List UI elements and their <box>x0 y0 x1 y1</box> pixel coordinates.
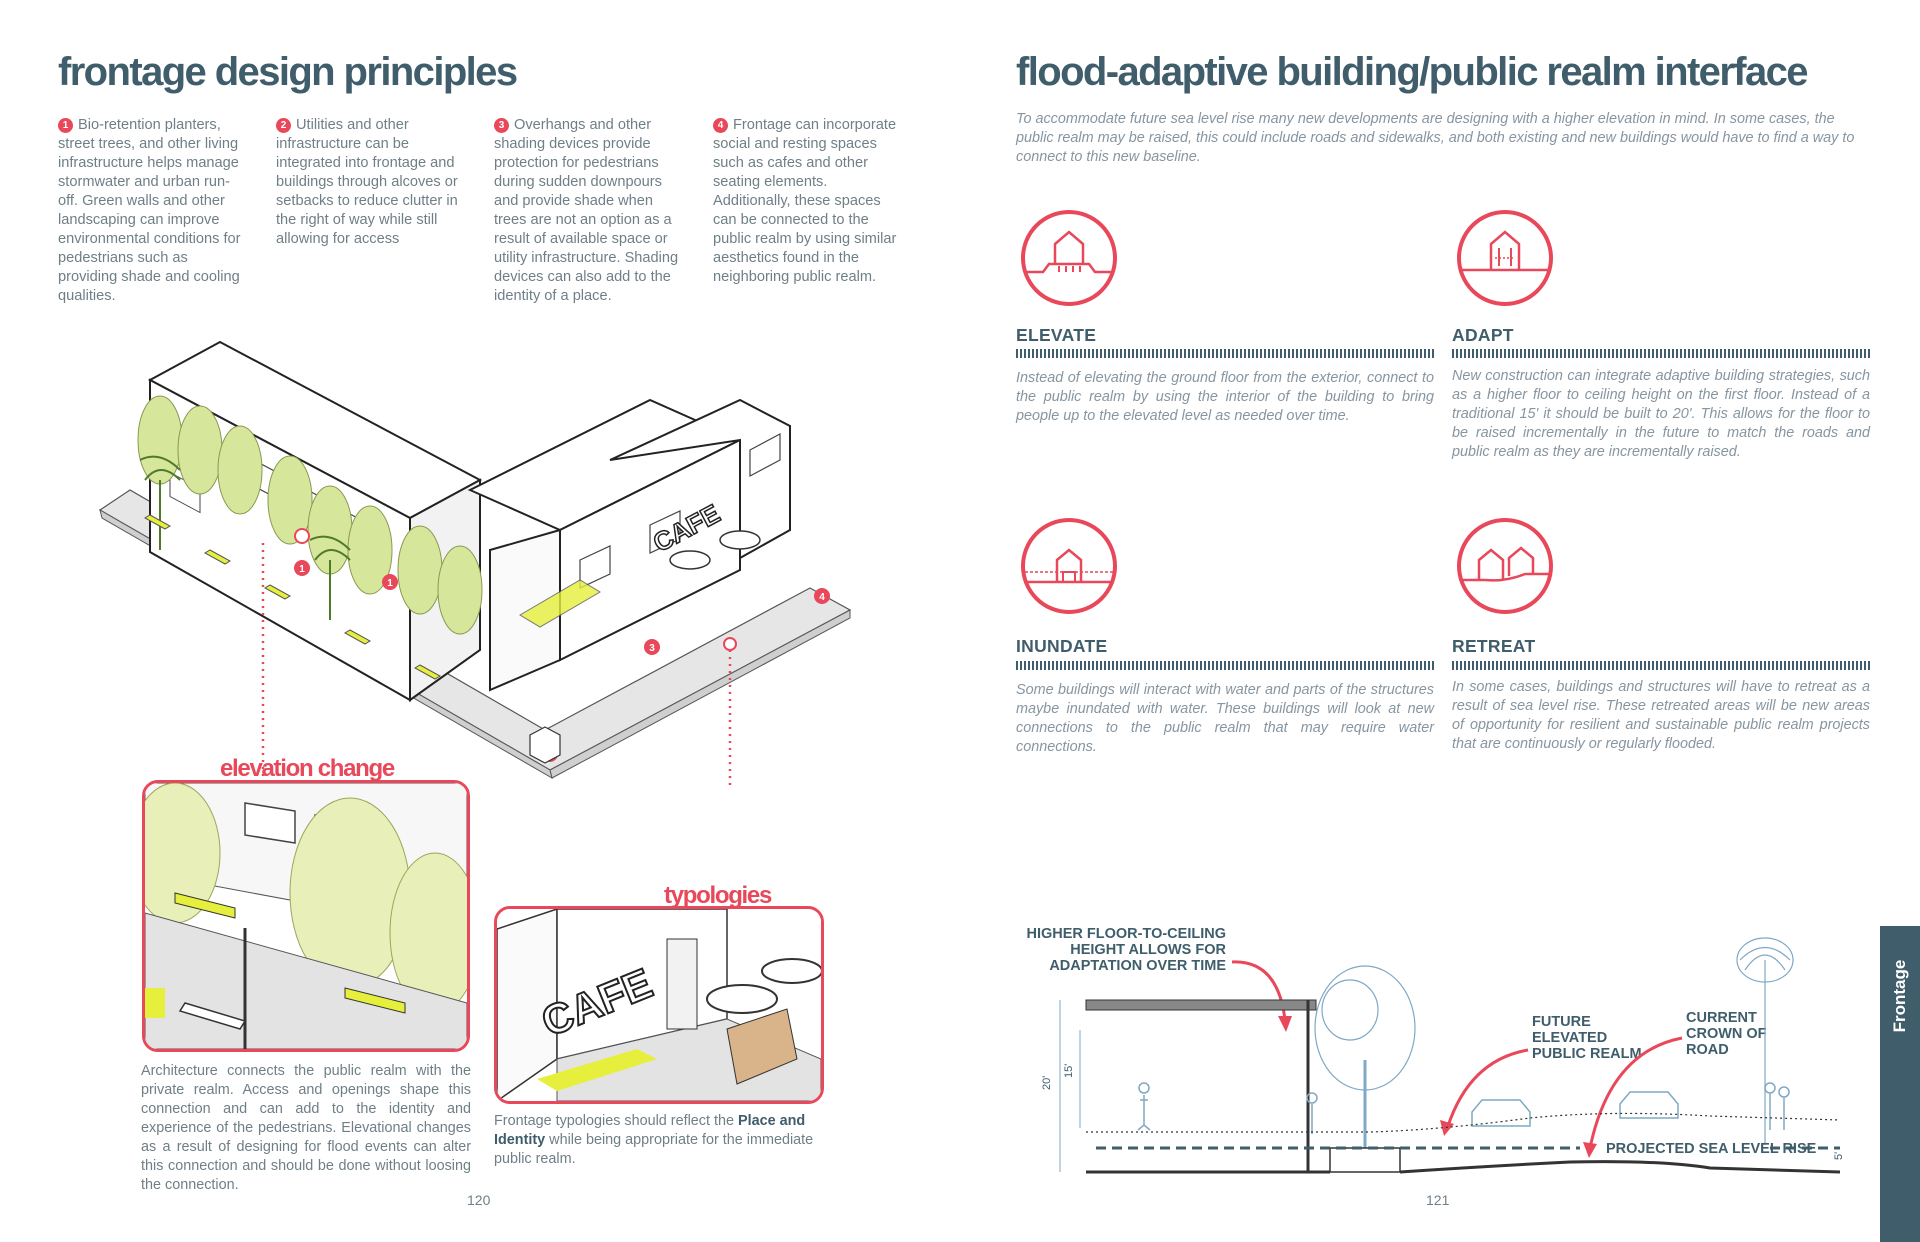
cafe-paving <box>519 579 601 628</box>
marker-3: 3 <box>649 643 655 654</box>
strategy-retreat-text: In some cases, buildings and structures … <box>1452 679 1870 752</box>
strategy-inundate-text: Some buildings will interact with water … <box>1016 682 1434 755</box>
dotted-rule <box>1016 661 1434 670</box>
marker-4: 4 <box>819 592 825 603</box>
principle-text: Utilities and other infrastructure can b… <box>276 117 458 247</box>
label-sea-level: PROJECTED SEA LEVEL RISE <box>1606 1141 1817 1157</box>
right-page-title: flood-adaptive building/public realm int… <box>1016 50 1809 94</box>
inset-typologies: CAFE <box>494 906 824 1104</box>
inset-label-typologies: typologies <box>664 882 772 909</box>
flood-section-diagram: HIGHER FLOOR-TO-CEILING HEIGHT ALLOWS FO… <box>1026 926 1845 1174</box>
principle-text: Bio-retention planters, street trees, an… <box>58 117 241 304</box>
left-page-title: frontage design principles <box>58 50 518 94</box>
inset-elevation-change <box>142 780 470 1052</box>
marker-1b: 1 <box>299 564 305 575</box>
strategy-elevate-text: Instead of elevating the ground floor fr… <box>1016 370 1434 424</box>
raised-planter <box>174 892 236 919</box>
label-ceiling-2: HEIGHT ALLOWS FOR <box>1070 942 1226 958</box>
dotted-rule <box>1452 661 1870 670</box>
side-tab-label: Frontage <box>1890 959 1909 1033</box>
label-future-3: PUBLIC REALM <box>1532 1046 1642 1062</box>
marker-badge: 3 <box>494 118 509 133</box>
intro-paragraph: To accommodate future sea level rise man… <box>1016 111 1855 165</box>
label-future-2: ELEVATED <box>1532 1030 1607 1046</box>
strategy-inundate-title: INUNDATE <box>1016 636 1108 656</box>
label-future-1: FUTURE <box>1532 1014 1591 1030</box>
label-crown-1: CURRENT <box>1686 1010 1757 1026</box>
caption-text-a: Frontage typologies should reflect the <box>494 1113 738 1129</box>
label-ceiling-1: HIGHER FLOOR-TO-CEILING <box>1026 926 1226 942</box>
marker-badge: 4 <box>713 118 728 133</box>
label-crown-3: ROAD <box>1686 1042 1729 1058</box>
marker-badge: 1 <box>58 118 73 133</box>
page-number-right: 121 <box>1426 1192 1450 1208</box>
caption-bold: Place and Identity <box>494 1113 806 1148</box>
principle-text: Overhangs and other shading devices prov… <box>494 117 679 304</box>
caption-text-c: while being appropriate for the immediat… <box>494 1132 814 1167</box>
adapt-icon <box>1457 210 1553 306</box>
label-ceiling-3: ADAPTATION OVER TIME <box>1049 958 1226 974</box>
strategy-elevate-title: ELEVATE <box>1016 325 1097 345</box>
label-crown-2: CROWN OF <box>1686 1026 1767 1042</box>
inundate-icon <box>1021 518 1117 614</box>
strategy-retreat-title: RETREAT <box>1452 636 1536 656</box>
dim-15: 15' <box>1063 1064 1075 1078</box>
dotted-rule <box>1016 349 1434 358</box>
isometric-frontage-diagram: CAFE 1 1 2 3 4 <box>98 340 852 790</box>
retreat-icon <box>1457 518 1553 614</box>
bench <box>178 1002 247 1030</box>
inset-caption-elevation: Architecture connects the public realm w… <box>141 1063 471 1193</box>
dotted-rule <box>1452 349 1870 358</box>
inset-caption-typologies: Frontage typologies should reflect the P… <box>494 1112 824 1169</box>
marker-1a: 1 <box>387 578 393 589</box>
principle-text: Frontage can incorporate social and rest… <box>713 117 897 285</box>
page-number-left: 120 <box>467 1192 491 1208</box>
marker-badge: 2 <box>276 118 291 133</box>
dim-5: 5' <box>1833 1152 1845 1160</box>
dim-20: 20' <box>1041 1076 1053 1090</box>
inset-label-elevation-change: elevation change <box>220 755 395 782</box>
side-tab-frontage[interactable]: Frontage <box>1880 926 1920 1242</box>
elevate-icon <box>1021 210 1117 306</box>
strategy-adapt-text: New construction can integrate adaptive … <box>1452 368 1870 460</box>
strategy-adapt-title: ADAPT <box>1452 325 1514 345</box>
